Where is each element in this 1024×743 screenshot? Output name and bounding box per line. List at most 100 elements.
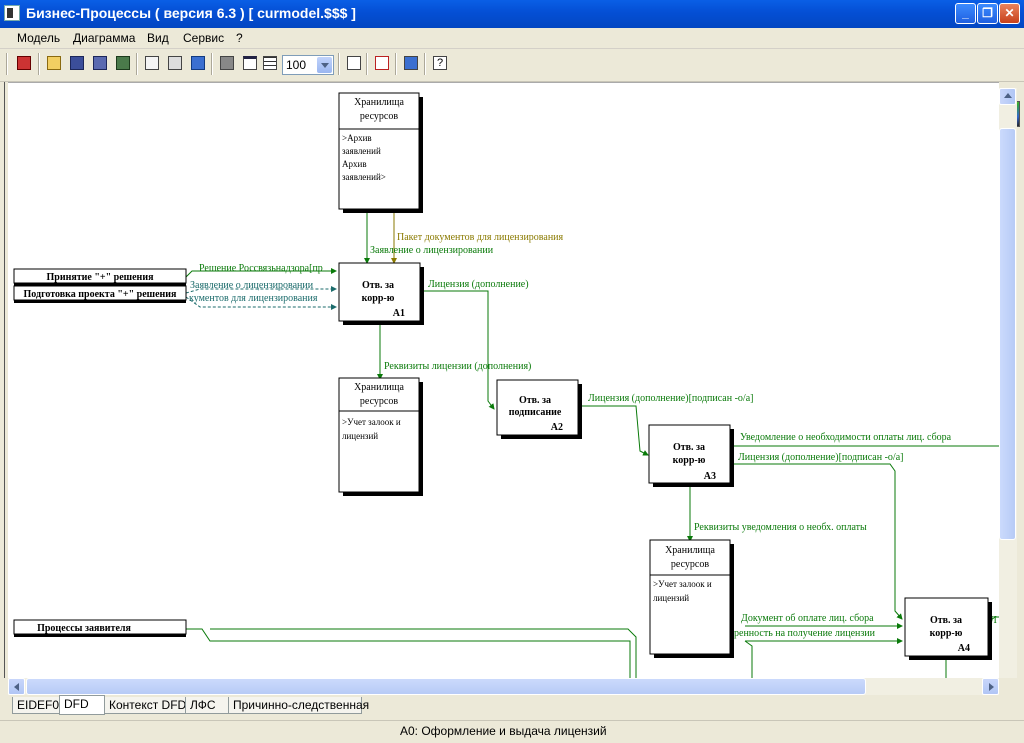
app-icon[interactable] — [4, 5, 20, 21]
floppy-multi-icon — [116, 56, 130, 70]
menu-view[interactable]: Вид — [147, 31, 169, 45]
activity-box[interactable]: Отв. за корр-ю A4 — [904, 597, 992, 660]
store-title: Хранилища — [354, 382, 404, 393]
data-store[interactable]: Хранилища ресурсов >Учет залоок и лиценз… — [649, 539, 734, 658]
activity-box[interactable]: Отв. за подписание A2 — [496, 379, 582, 439]
check-button[interactable] — [372, 53, 392, 73]
activity-label: Отв. за — [362, 280, 394, 291]
external-entity[interactable]: Подготовка проекта "+" решения — [13, 285, 187, 303]
toolbar-separator — [6, 53, 8, 75]
close-button[interactable]: ✕ — [999, 3, 1020, 24]
menu-bar: Модель Диаграмма Вид Сервис ? — [0, 28, 1024, 49]
flow-label: Уведомление о необходимости оплаты лиц. … — [740, 432, 952, 443]
menu-help[interactable]: ? — [236, 31, 243, 45]
toolbar-separator — [211, 53, 213, 75]
chevron-right-icon — [989, 683, 994, 691]
external-entity[interactable]: Принятие "+" решения — [13, 268, 187, 286]
store-content: Архив — [342, 159, 367, 169]
activity-label: Отв. за — [673, 442, 705, 453]
vertical-scroll-thumb[interactable] — [999, 128, 1016, 540]
store-content: лицензий — [653, 593, 689, 603]
flow-label: Реквизиты лицензии (дополнения) — [384, 361, 531, 372]
zoom-select[interactable]: 100 — [282, 55, 334, 75]
flow-label: ренность на получение лицензии — [734, 628, 876, 639]
floppy-icon — [70, 56, 84, 70]
save-as-button[interactable] — [90, 53, 110, 73]
store-title: ресурсов — [360, 111, 398, 122]
help-button[interactable]: ? — [430, 53, 450, 73]
menu-diagram[interactable]: Диаграмма — [73, 31, 136, 45]
tree-icon — [404, 56, 418, 70]
flow-label: Пакет документов для лицензирования — [397, 232, 564, 243]
scroll-right-button[interactable] — [982, 678, 999, 695]
chevron-left-icon — [14, 683, 19, 691]
store-title: Хранилища — [354, 97, 404, 108]
minimize-button[interactable]: _ — [955, 3, 976, 24]
folder-open-icon — [47, 56, 61, 70]
vertical-scrollbar[interactable] — [999, 88, 1017, 678]
save-button[interactable] — [67, 53, 87, 73]
window-icon — [243, 56, 257, 70]
activity-label: корр-ю — [673, 455, 706, 466]
connector-button[interactable] — [344, 53, 364, 73]
tools-button[interactable] — [217, 53, 237, 73]
save-all-button[interactable] — [113, 53, 133, 73]
store-content: заявлений — [342, 146, 381, 156]
menu-model[interactable]: Модель — [17, 31, 61, 45]
tools-icon — [220, 56, 234, 70]
store-title: ресурсов — [671, 559, 709, 570]
tab-dfd[interactable]: DFD — [59, 695, 105, 715]
minimize-icon: _ — [962, 6, 969, 20]
external-entity[interactable]: Процессы заявителя — [13, 619, 187, 637]
print-button[interactable] — [165, 53, 185, 73]
scroll-up-button[interactable] — [999, 88, 1016, 105]
flow-label: Решение Россвязьнадзора[пр — [199, 263, 323, 274]
exit-button[interactable] — [14, 53, 34, 73]
activity-code: A3 — [704, 471, 716, 482]
status-text: A0: Оформление и выдача лицензий — [400, 724, 607, 738]
activity-box[interactable]: Отв. за корр-ю A3 — [648, 424, 734, 487]
tree-button[interactable] — [401, 53, 421, 73]
flow-lines — [185, 209, 999, 679]
toolbar-separator — [338, 53, 340, 75]
preview-button[interactable] — [142, 53, 162, 73]
list-button[interactable] — [260, 53, 280, 73]
toolbar-separator — [395, 53, 397, 75]
chevron-up-icon — [1004, 93, 1012, 98]
flow-label: Л — [990, 615, 997, 626]
data-store[interactable]: Хранилища ресурсов >Учет залоок и лиценз… — [338, 377, 423, 496]
activity-box[interactable]: Отв. за корр-ю A1 — [338, 262, 424, 325]
diagram-svg[interactable]: Пакет документов для лицензирования Заяв… — [8, 83, 999, 679]
tab-cause-effect[interactable]: Причинно-следственная — [228, 697, 369, 714]
activity-label: корр-ю — [362, 293, 395, 304]
restore-icon: ❐ — [982, 6, 993, 20]
activity-label: корр-ю — [930, 628, 963, 639]
flow-label: Лицензия (дополнение) — [428, 279, 529, 290]
book-button[interactable] — [188, 53, 208, 73]
open-button[interactable] — [44, 53, 64, 73]
tab-eidef0[interactable]: EIDEF0 — [12, 697, 60, 714]
diagram-tabs: EIDEF0 DFD Контекст DFD ЛФС Причинно-сле… — [8, 695, 1024, 715]
horizontal-scrollbar[interactable] — [8, 678, 999, 695]
activity-label: Отв. за — [930, 615, 962, 626]
activity-code: A4 — [958, 643, 970, 654]
window-button[interactable] — [240, 53, 260, 73]
title-bar: Бизнес-Процессы ( версия 6.3 ) [ curmode… — [0, 0, 1024, 28]
status-bar: A0: Оформление и выдача лицензий — [0, 720, 1024, 743]
external-entity-label: Процессы заявителя — [37, 623, 131, 634]
chevron-down-icon[interactable] — [317, 57, 332, 73]
horizontal-scroll-thumb[interactable] — [26, 678, 866, 695]
tab-lfs[interactable]: ЛФС — [185, 697, 229, 714]
window-title: Бизнес-Процессы ( версия 6.3 ) [ curmode… — [26, 5, 356, 21]
restore-button[interactable]: ❐ — [977, 3, 998, 24]
scroll-left-button[interactable] — [8, 678, 25, 695]
menu-service[interactable]: Сервис — [183, 31, 225, 45]
store-title: ресурсов — [360, 396, 398, 407]
check-mark-icon — [375, 56, 389, 70]
book-icon — [191, 56, 205, 70]
tab-context-dfd[interactable]: Контекст DFD — [104, 697, 186, 714]
zoom-value: 100 — [286, 58, 307, 72]
data-store[interactable]: Хранилища ресурсов >Архив заявлений Архи… — [338, 92, 423, 213]
diagram-canvas[interactable]: Пакет документов для лицензирования Заяв… — [8, 82, 999, 679]
flow-label: Лицензия (дополнение)[подписан -о/а] — [738, 452, 903, 463]
